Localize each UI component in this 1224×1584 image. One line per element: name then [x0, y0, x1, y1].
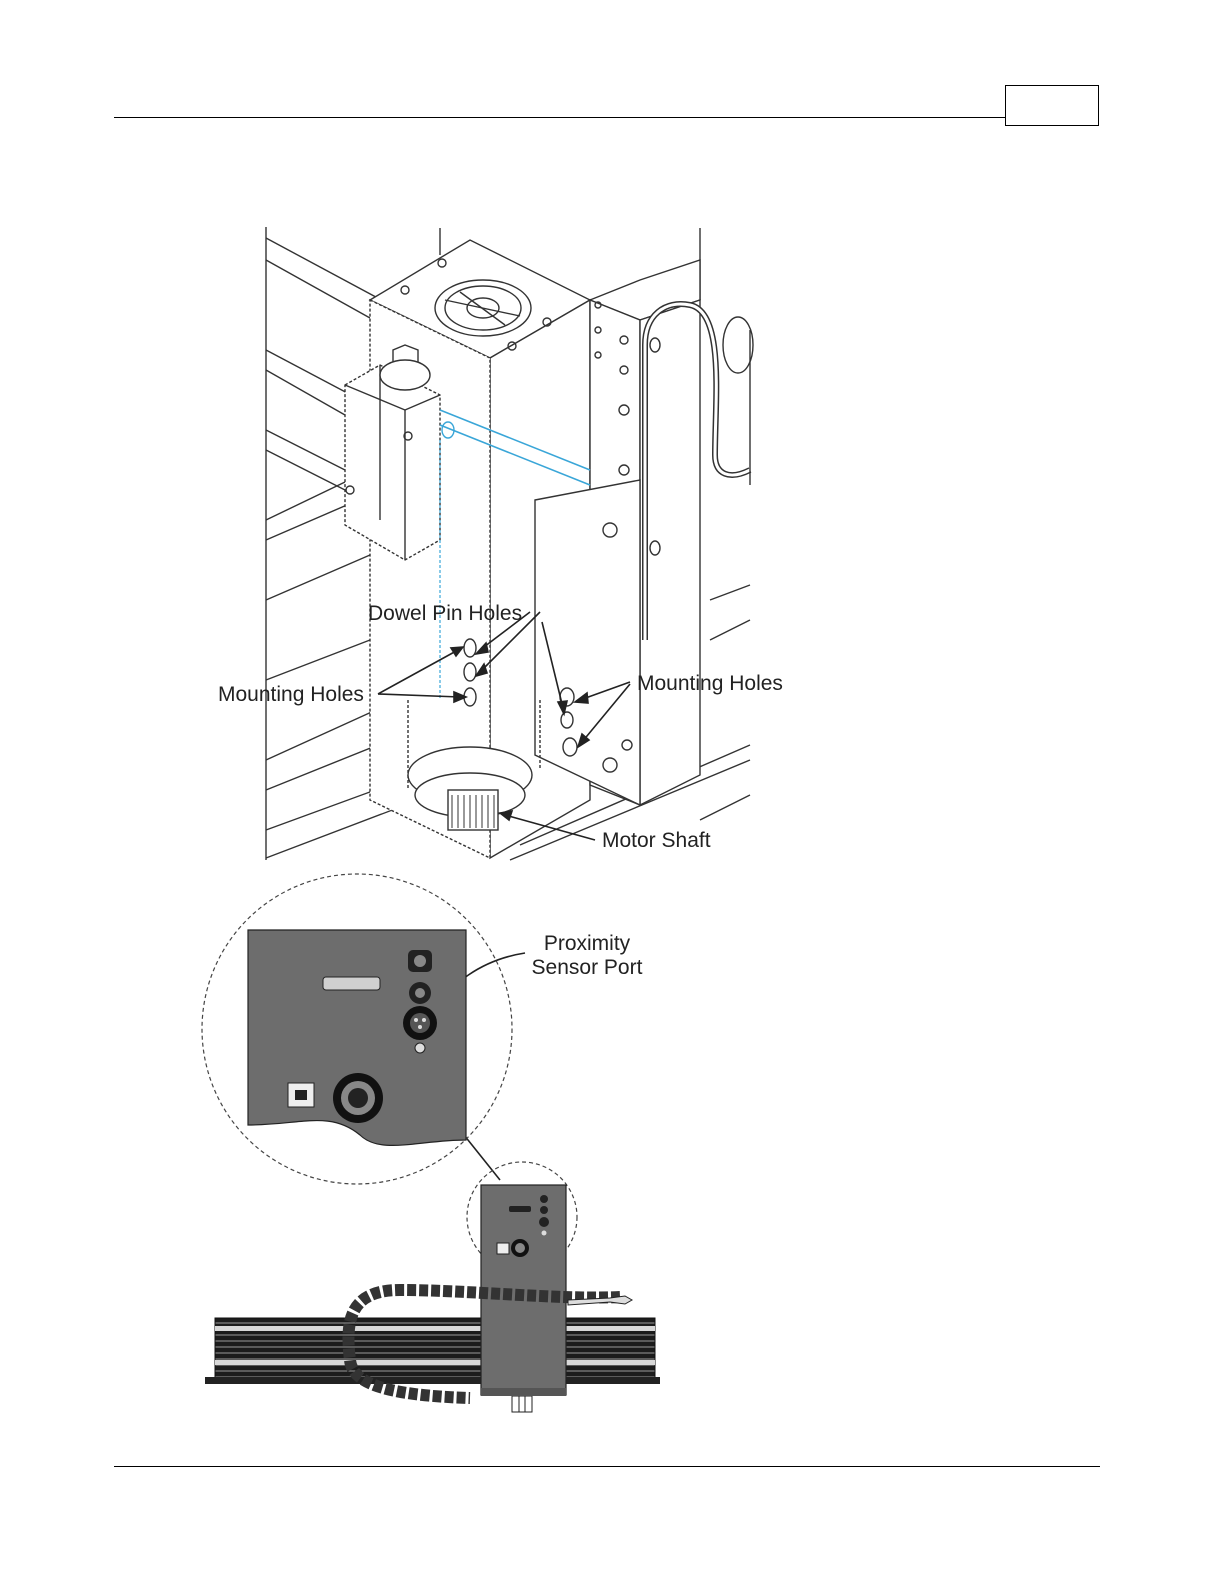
callout-motor-shaft: Motor Shaft [602, 829, 711, 852]
callout-proximity-line2: Sensor Port [532, 956, 643, 979]
callout-proximity-line1: Proximity [544, 932, 631, 955]
callout-mounting-holes-left: Mounting Holes [218, 683, 364, 706]
callout-dowel-pin-holes: Dowel Pin Holes [368, 602, 522, 625]
spindle-mount-drawing [266, 227, 753, 860]
footer-rule [114, 1466, 1100, 1467]
callout-mounting-holes-right: Mounting Holes [637, 672, 783, 695]
